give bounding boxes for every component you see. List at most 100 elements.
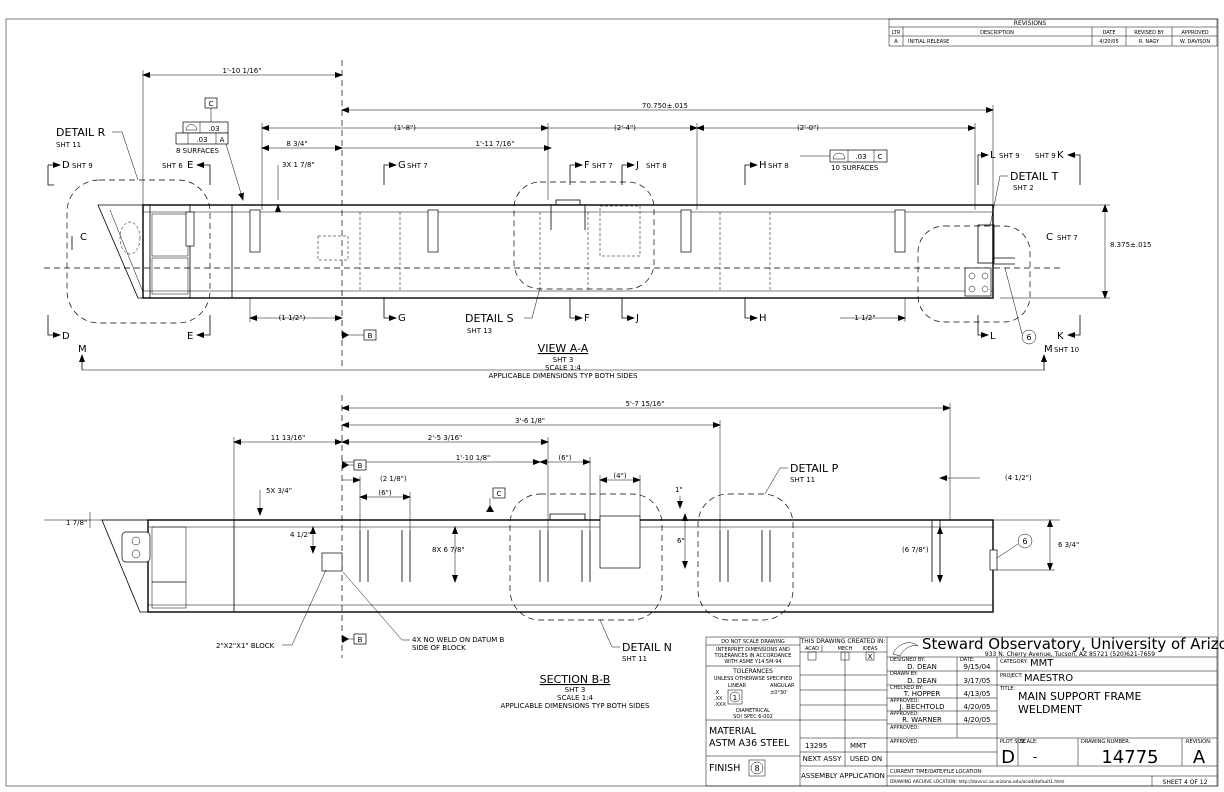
svg-text:DRAWING ARCHIVE LOCATION: http: DRAWING ARCHIVE LOCATION: http://davinci… — [890, 779, 1064, 785]
svg-text:E: E — [187, 160, 193, 171]
svg-text:DRAWN BY:: DRAWN BY: — [890, 671, 918, 677]
section-bb-note: APPLICABLE DIMENSIONS TYP BOTH SIDES — [500, 702, 650, 710]
dim-aa-paren-2: (2'-4") — [614, 124, 636, 132]
svg-text:MMT: MMT — [850, 742, 867, 750]
dim-aa-paren-3: (2'-0") — [797, 124, 819, 132]
svg-text:J. BECHTOLD: J. BECHTOLD — [899, 703, 945, 711]
org-address: 933 N. Cherry Avenue, Tucson, AZ 85721 (… — [985, 651, 1155, 658]
svg-text:DIAMETRICAL: DIAMETRICAL — [736, 708, 770, 714]
svg-text:4/20/05: 4/20/05 — [964, 716, 991, 724]
svg-text:R. WARNER: R. WARNER — [902, 716, 942, 724]
detail-s-boundary — [513, 181, 655, 290]
svg-text:TOLERANCES IN ACCORDANCE: TOLERANCES IN ACCORDANCE — [714, 653, 792, 659]
title-block: DO NOT SCALE DRAWING INTERPRET DIMENSION… — [705, 635, 1224, 787]
detail-r-sheet: SHT 11 — [56, 141, 81, 149]
svg-text:H: H — [759, 160, 767, 171]
svg-text:E: E — [187, 331, 193, 342]
svg-text:UNLESS OTHERWISE SPECIFIED: UNLESS OTHERWISE SPECIFIED — [714, 676, 793, 682]
svg-text:DESIGNED BY:: DESIGNED BY: — [890, 657, 925, 663]
dim-aa-1-11: 1'-11 7/16" — [476, 140, 515, 148]
svg-text:6 3/4": 6 3/4" — [1058, 541, 1079, 549]
rev-header-date: DATE — [1102, 30, 1115, 36]
svg-text:.XX: .XX — [714, 696, 723, 702]
svg-text:CHECKED BY:: CHECKED BY: — [890, 685, 923, 691]
svg-text:K: K — [1057, 331, 1064, 342]
surfaces-8: 8 SURFACES — [176, 147, 219, 155]
svg-text:11 13/16": 11 13/16" — [271, 434, 306, 442]
dim-aa-overall-left: 1'-10 1/16" — [223, 67, 262, 75]
material-value: ASTM A36 STEEL — [709, 738, 790, 749]
svg-text:CURRENT TIME/DATE/FILE LOCATIO: CURRENT TIME/DATE/FILE LOCATION: — [890, 769, 983, 775]
svg-text:SCALE:: SCALE: — [1020, 739, 1038, 745]
svg-text:SHT 9: SHT 9 — [72, 162, 93, 170]
svg-text:C: C — [878, 153, 883, 161]
svg-text:SHT 6: SHT 6 — [162, 162, 183, 170]
section-bb: 5'-7 15/16" 3'-6 1/8" 2'-5 3/16" 11 13/1… — [44, 395, 1079, 710]
svg-text:.X: .X — [714, 690, 720, 696]
category-value: MMT — [1030, 658, 1054, 669]
svg-text:APPROVED:: APPROVED: — [890, 698, 919, 704]
svg-text:D: D — [62, 331, 70, 342]
rev-header-approved: APPROVED — [1181, 30, 1208, 36]
finish-label: FINISH — [709, 763, 740, 774]
detail-p-sheet: SHT 11 — [790, 476, 815, 484]
svg-text:6": 6" — [677, 537, 685, 545]
gdt-flatness-frame: C .03 .03 A 8 SURFACES — [175, 97, 244, 201]
svg-text:SHT 10: SHT 10 — [1054, 346, 1079, 354]
svg-text:.03: .03 — [855, 153, 866, 161]
svg-text:SHT 8: SHT 8 — [768, 162, 789, 170]
rev-header-revised-by: REVISED BY — [1134, 30, 1164, 36]
dim-aa-1-1-2-paren: (1 1/2") — [279, 314, 306, 322]
rev-header-ltr: LTR — [892, 30, 901, 36]
svg-text:(4"): (4") — [613, 472, 626, 480]
svg-text:TITLE:: TITLE: — [999, 686, 1016, 692]
dim-aa-1-1-2: 1 1/2" — [854, 314, 875, 322]
svg-text:G: G — [398, 313, 406, 324]
svg-text:1: 1 — [733, 694, 737, 702]
svg-text:H: H — [759, 313, 767, 324]
svg-text:L: L — [990, 331, 996, 342]
no-weld-note-2: SIDE OF BLOCK — [412, 644, 466, 652]
frame-outline-aa — [142, 204, 994, 299]
svg-text:2'-5 3/16": 2'-5 3/16" — [428, 434, 463, 442]
svg-text:SCALE 1:4: SCALE 1:4 — [557, 694, 593, 702]
svg-text:.XXX: .XXX — [714, 702, 726, 708]
svg-text:13295: 13295 — [805, 742, 827, 750]
detail-n-label: DETAIL N — [622, 641, 672, 654]
svg-text:±0°30': ±0°30' — [770, 690, 788, 696]
svg-text:SHT 7: SHT 7 — [592, 162, 613, 170]
svg-text:F: F — [584, 160, 590, 171]
svg-text:TOLERANCES: TOLERANCES — [732, 668, 773, 675]
svg-text:APPROVED:: APPROVED: — [890, 725, 919, 731]
surfaces-10: 10 SURFACES — [831, 164, 879, 172]
svg-text:DO NOT SCALE DRAWING: DO NOT SCALE DRAWING — [721, 639, 785, 645]
org-name: Steward Observatory, University of Arizo… — [922, 635, 1224, 653]
gdt-profile-frame: .03 C 10 SURFACES — [800, 149, 888, 172]
svg-text:DRAWING NUMBER:: DRAWING NUMBER: — [1081, 739, 1131, 745]
svg-text:PLOT SIZE: PLOT SIZE — [1000, 739, 1025, 745]
svg-text:D: D — [62, 160, 70, 171]
svg-text:6: 6 — [1026, 333, 1031, 342]
svg-text:D. DEAN: D. DEAN — [907, 677, 937, 685]
detail-p-label: DETAIL P — [790, 462, 839, 475]
svg-text:PROJECT:: PROJECT: — [1000, 673, 1023, 679]
svg-text:CATEGORY:: CATEGORY: — [1000, 659, 1028, 665]
rev-row-ltr: A — [894, 39, 898, 45]
svg-text:4/13/05: 4/13/05 — [964, 690, 991, 698]
svg-text:9/15/04: 9/15/04 — [964, 663, 992, 671]
svg-text:4/20/05: 4/20/05 — [964, 703, 991, 711]
svg-text:B: B — [358, 636, 363, 644]
svg-text:6: 6 — [1022, 537, 1027, 546]
svg-text:SHT 8: SHT 8 — [646, 162, 667, 170]
svg-text:B: B — [358, 462, 363, 470]
svg-text:C: C — [209, 100, 214, 108]
svg-text:8X 6 7/8": 8X 6 7/8" — [432, 546, 465, 554]
svg-text:ACAD: ACAD — [805, 646, 819, 652]
svg-text:SHT 9: SHT 9 — [999, 152, 1020, 160]
svg-text:(6"): (6") — [378, 489, 391, 497]
svg-text:J: J — [635, 313, 639, 324]
block-note: 2"X2"X1" BLOCK — [216, 642, 275, 650]
revisions-title: REVISIONS — [1014, 20, 1047, 27]
svg-text:.03: .03 — [196, 136, 207, 144]
section-markers-aa: D SHT 9 D SHT 6 E E G SHT 7 G F SHT 7 F … — [47, 150, 1081, 371]
